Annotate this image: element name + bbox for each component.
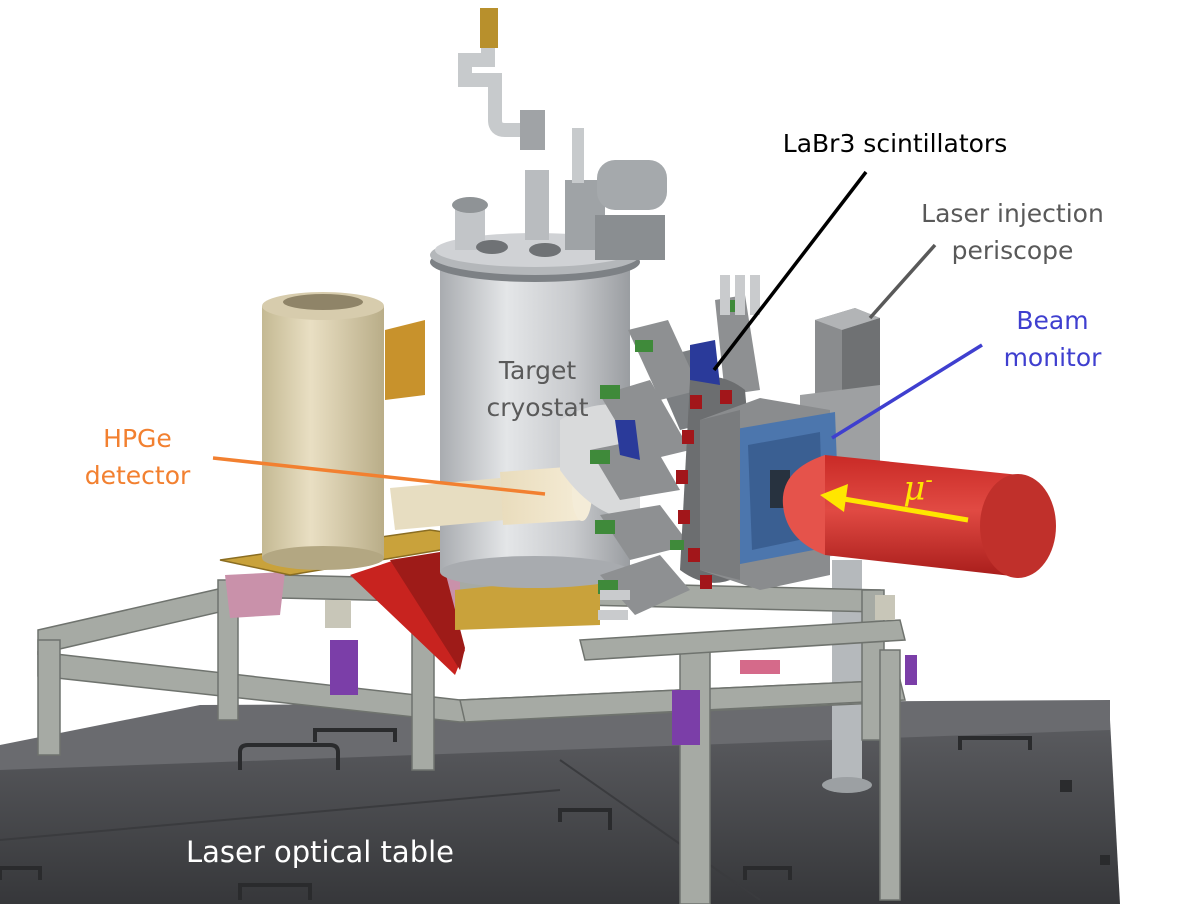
target-cryostat-label-line-2: cryostat [486,393,589,422]
optical-table [0,700,1120,904]
labr3-leader-line [712,170,868,372]
target-cryostat-label-line-1: Target [498,356,577,385]
beam-monitor-label-line-1: Beam [1016,306,1089,335]
hpge-leader-line [212,456,546,496]
muon-charge: - [925,468,933,493]
beam-monitor-leader-line [831,343,983,440]
muon-label: μ- [893,462,943,507]
laser-injection-leader-line [868,243,937,320]
laser-optical-table-label: Laser optical table [185,835,455,869]
hpge-detector [262,292,592,570]
muon-arrow [820,484,969,523]
muon-beam-pipe [782,455,1056,578]
hpge-detector-label: HPGe detector [70,420,205,494]
laser-injection-label-line-1: Laser injection [921,199,1104,228]
hpge-label-line-1: HPGe [103,424,172,453]
target-cryostat-label: Target cryostat [470,352,605,426]
labr3-scintillators-label: LaBr3 scintillators [782,129,1008,158]
hpge-label-line-2: detector [84,461,191,490]
laser-injection-periscope-label: Laser injection periscope [905,195,1120,269]
laser-injection-label-line-2: periscope [951,236,1074,265]
beam-monitor-label-line-2: monitor [1003,343,1102,372]
beam-monitor-label: Beam monitor [985,302,1120,376]
muon-symbol: μ [903,468,926,509]
leader-lines [212,170,983,496]
